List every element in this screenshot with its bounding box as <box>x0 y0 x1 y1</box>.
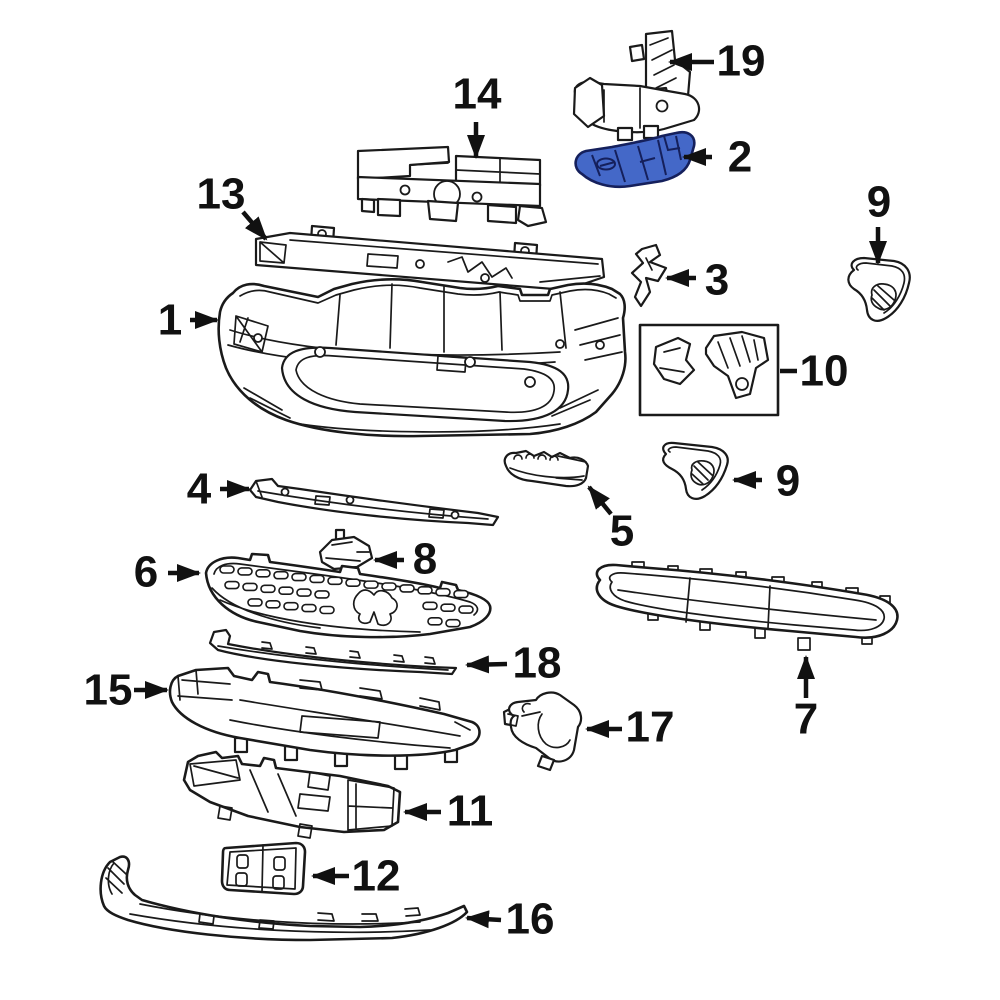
part-number-label: 18 <box>513 639 562 688</box>
part-number-label: 7 <box>794 695 818 744</box>
part-3-small-bracket <box>630 243 668 308</box>
grille-mesh-slot <box>283 601 299 611</box>
callout-17-lower-bracket: 17 <box>585 703 675 752</box>
part-number-label: 2 <box>728 133 752 182</box>
part-number-label: 3 <box>705 256 729 305</box>
grille-mesh-slot <box>237 567 253 576</box>
part-number-label: 9 <box>776 457 800 506</box>
grille-mesh-slot <box>435 587 451 597</box>
callout-14-center-mounting-bracket: 14 <box>453 70 502 159</box>
grille-mesh-slot <box>247 598 263 607</box>
grille-mesh-slot <box>260 584 276 594</box>
callout-1-bumper-cover: 1 <box>158 296 219 345</box>
part-number-label: 15 <box>84 666 133 715</box>
callout-16-air-dam-valance: 16 <box>465 895 555 944</box>
grille-mesh-slot <box>363 580 379 589</box>
grille-mesh-slot <box>296 588 312 597</box>
part-7-lower-grille <box>595 561 899 651</box>
part-number-label: 6 <box>134 548 158 597</box>
part-2-detail-lines <box>591 135 682 183</box>
callout-19-side-support-bracket: 19 <box>668 37 766 86</box>
grille-mesh-slot <box>445 618 461 628</box>
part-17-lower-bracket <box>502 691 583 772</box>
grille-mesh-slot <box>399 584 415 593</box>
part-number-label: 1 <box>158 296 182 345</box>
part-4-upper-trim-molding <box>248 477 500 527</box>
part-13-impact-bar <box>254 224 606 292</box>
callout-9-corner-pad-right: 9 <box>867 178 891 265</box>
grille-mesh-slot <box>427 617 443 626</box>
part-number-label: 19 <box>717 37 766 86</box>
grille-mesh-slot <box>345 578 361 588</box>
part-8-retainer-clip <box>318 528 374 571</box>
callout-15-impact-absorber: 15 <box>84 666 169 715</box>
grille-mesh-slot <box>278 586 294 595</box>
callout-6-upper-grille: 6 <box>134 548 201 597</box>
part-number-label: 16 <box>506 895 555 944</box>
part-11-lower-shield <box>182 750 402 839</box>
grille-mesh-slot <box>458 605 474 614</box>
callout-8-retainer-clip: 8 <box>373 535 437 584</box>
grille-mesh-slot <box>440 603 456 613</box>
part-15-impact-absorber <box>168 666 481 771</box>
callout-arrow <box>465 910 502 929</box>
part-number-label: 13 <box>197 170 246 219</box>
callout-arrow <box>587 485 613 516</box>
part-number-label: 17 <box>626 703 675 752</box>
grille-mesh-slot <box>309 574 325 584</box>
callout-9-corner-pad-left: 9 <box>732 457 800 506</box>
part-number-label: 4 <box>187 465 212 514</box>
part-1-bumper-cover <box>217 277 627 438</box>
callout-11-lower-shield: 11 <box>403 787 494 836</box>
grille-mesh-slot <box>422 601 438 611</box>
part-19-side-support-bracket <box>572 29 701 142</box>
callout-3-small-bracket: 3 <box>665 256 729 305</box>
grille-mesh-slot <box>417 585 433 595</box>
part-number-label: 10 <box>800 347 849 396</box>
callout-4-upper-trim-molding: 4 <box>187 465 251 514</box>
part-9-corner-pad-right <box>847 256 911 322</box>
part-9-corner-pad-left <box>662 441 729 500</box>
grille-mesh-slot <box>291 572 307 582</box>
callout-5-molding-end-section: 5 <box>587 485 634 556</box>
part-number-label: 8 <box>413 535 437 584</box>
part-6-upper-grille <box>204 552 492 639</box>
part-number-label: 11 <box>447 787 494 836</box>
grille-mesh-slot <box>224 580 240 590</box>
ram-logo-silhouette <box>352 589 398 627</box>
grille-mesh <box>219 565 474 628</box>
grille-mesh-slot <box>255 568 271 578</box>
part-14-center-mounting-bracket <box>356 145 548 228</box>
grille-mesh-slot <box>327 576 343 586</box>
callout-arrow <box>241 210 268 241</box>
callout-13-impact-bar: 13 <box>197 170 268 241</box>
part-number-label: 14 <box>453 70 502 119</box>
grille-mesh-slot <box>265 600 281 609</box>
grille-mesh-slot <box>242 582 258 592</box>
grille-mesh-slot <box>273 570 289 580</box>
callout-2-highlighted-side-bracket: 2 <box>682 133 752 182</box>
callout-7-lower-grille: 7 <box>794 655 818 744</box>
grille-mesh-slot <box>381 582 397 591</box>
callout-10-bracket-kit-box: 10 <box>780 347 848 396</box>
grille-mesh-slot <box>453 589 469 599</box>
part-18-lower-trim-strip <box>208 628 458 676</box>
part-16-air-dam-valance <box>99 855 469 942</box>
part-12-mounting-plate <box>220 841 307 896</box>
part-2-highlighted-bracket <box>574 130 696 189</box>
callout-arrow <box>465 655 508 674</box>
part-10-bracket-kit <box>638 323 780 417</box>
callout-18-lower-trim-strip: 18 <box>465 639 562 688</box>
grille-mesh-slot <box>319 605 335 615</box>
grille-mesh-slot <box>301 603 317 613</box>
part-number-label: 12 <box>352 852 401 901</box>
part-number-label: 9 <box>867 178 891 227</box>
callout-12-mounting-plate: 12 <box>311 852 401 901</box>
grille-mesh-slot <box>314 590 330 599</box>
part-5-molding-end-section <box>503 449 590 488</box>
part-number-label: 5 <box>610 507 634 556</box>
grille-mesh-slot <box>219 565 235 574</box>
